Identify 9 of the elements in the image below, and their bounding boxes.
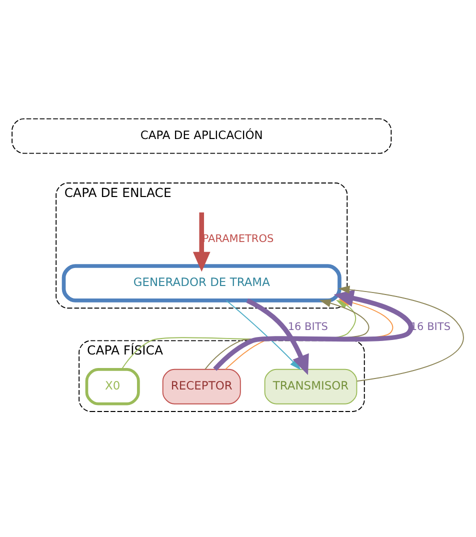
- node-box: RECEPTOR: [162, 368, 241, 404]
- node-box: CAPA DE APLICACIÓN: [12, 118, 392, 154]
- arrow: [192, 212, 210, 272]
- arrow: [246, 298, 309, 374]
- edge-label: PARAMETROS: [202, 232, 274, 244]
- node-box: X0: [85, 367, 140, 405]
- node-box: GENERADOR DE TRAMA: [62, 264, 342, 302]
- node-box: TRANSMISOR: [264, 368, 358, 404]
- edge-label: 16 BITS: [288, 320, 328, 332]
